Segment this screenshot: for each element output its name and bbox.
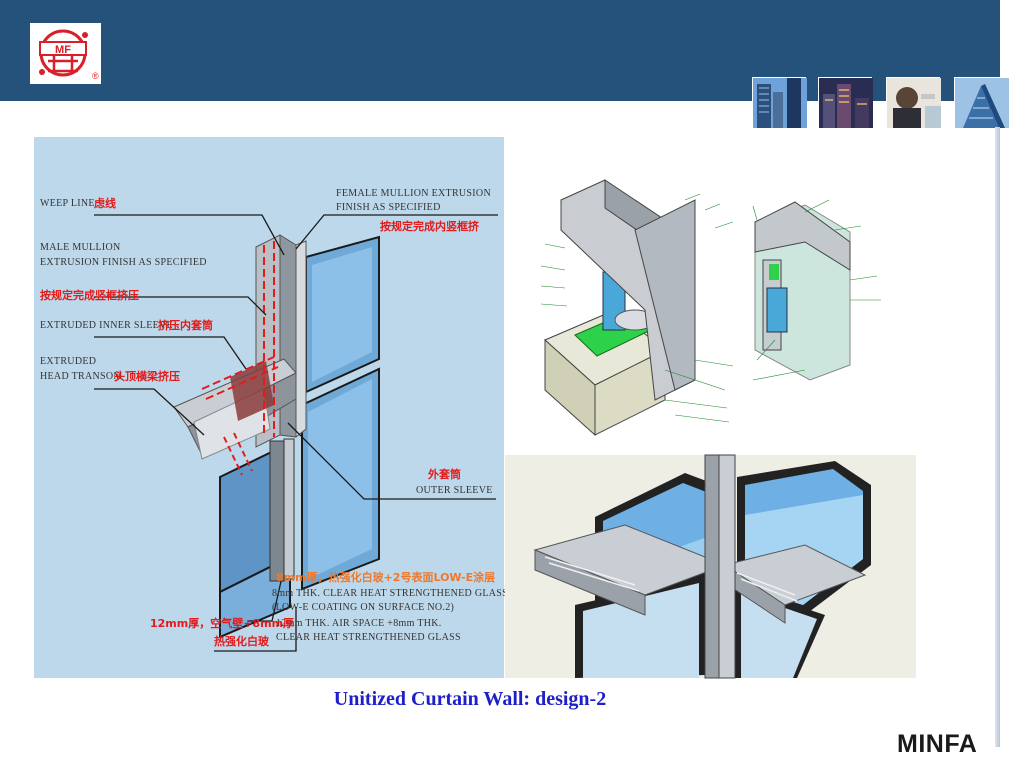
curtain-wall-section-diagram: WEEP LINE 虑线 FEMALE MULLION EXTRUSION FI… xyxy=(34,137,516,678)
label-male-mullion-1: MALE MULLION xyxy=(40,242,121,253)
perspective-drawing xyxy=(533,454,871,679)
label-weep-line: WEEP LINE xyxy=(40,198,95,209)
skyscraper-photo xyxy=(752,77,807,128)
exploded-assembly-diagram xyxy=(505,160,915,450)
right-edge-rule xyxy=(995,127,1000,747)
logo-text: MF xyxy=(55,44,71,56)
logo-mark-icon: MF ® xyxy=(39,29,99,81)
label-female-mullion-2: FINISH AS SPECIFIED xyxy=(336,202,441,213)
section-drawing xyxy=(94,214,498,652)
label-head-transom-2: HEAD TRANSOM xyxy=(40,371,123,382)
glass-tower-photo xyxy=(954,77,1009,128)
label-air-space-1: 12mm THK. AIR SPACE +8mm THK. xyxy=(276,618,442,629)
label-head-transom-1: EXTRUDED xyxy=(40,356,97,367)
assembly-drawing xyxy=(540,179,881,437)
label-air-space-cn-1: 12mm厚，空气壁+8mm厚 xyxy=(150,617,295,630)
city-night-photo xyxy=(818,77,873,128)
label-inner-sleeve: EXTRUDED INNER SLEEVE xyxy=(40,320,173,331)
brand-wordmark: MINFA xyxy=(897,730,978,758)
curtain-wall-perspective-section xyxy=(505,454,916,679)
label-weep-line-cn: 虑线 xyxy=(94,197,116,210)
company-logo: MF ® xyxy=(30,23,101,84)
slide-caption: Unitized Curtain Wall: design-2 xyxy=(333,688,607,710)
label-glass-2: (LOW-E COATING ON SURFACE NO.2) xyxy=(272,602,455,613)
label-glass-1: 8mm THK. CLEAR HEAT STRENGTHENED GLASS + xyxy=(272,588,517,599)
label-male-mullion-cn: 按规定完成竖框挤压 xyxy=(40,289,139,302)
label-glass-cn: 8mm厚，热强化白玻+2号表面LOW-E涂层 xyxy=(276,571,496,584)
label-head-transom-cn: 头顶横梁挤压 xyxy=(114,370,180,383)
label-inner-sleeve-cn: 挤压内套筒 xyxy=(158,319,213,332)
label-male-mullion-2: EXTRUSION FINISH AS SPECIFIED xyxy=(40,257,207,268)
photo-strip xyxy=(744,77,1009,128)
registered-mark: ® xyxy=(92,71,99,81)
business-call-photo xyxy=(886,77,941,128)
label-outer-sleeve: OUTER SLEEVE xyxy=(416,485,493,496)
label-female-mullion-cn: 按规定完成内竖框挤 xyxy=(380,220,479,233)
label-outer-sleeve-cn: 外套筒 xyxy=(428,468,461,481)
label-female-mullion-1: FEMALE MULLION EXTRUSION xyxy=(336,188,491,199)
label-air-space-cn-2: 热强化白玻 xyxy=(214,635,269,648)
label-air-space-2: CLEAR HEAT STRENGTHENED GLASS xyxy=(276,632,461,643)
